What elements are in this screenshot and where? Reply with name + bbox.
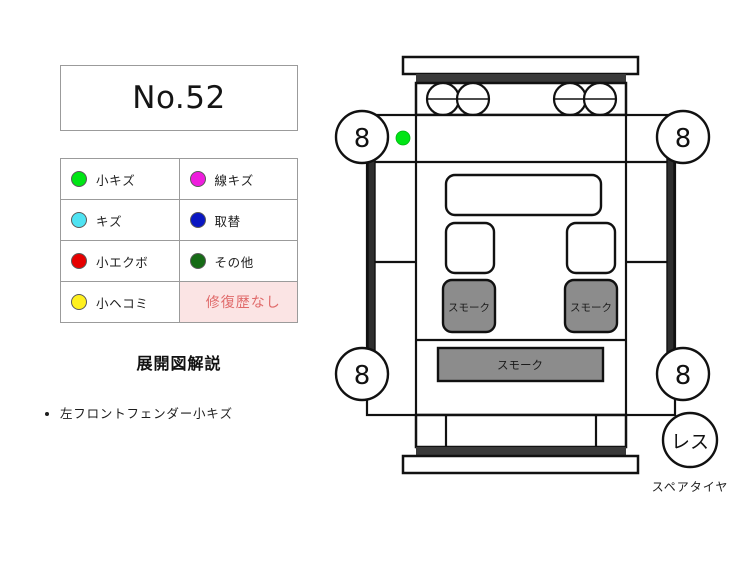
damage-marker-front-left-fender-scratch[interactable] [395,130,411,146]
legend-cell-scratch: キズ [60,199,180,241]
table-row: 小ヘコミ 修復歴なし [60,281,298,323]
smoke-label-rear: スモーク [497,358,543,372]
page-title-diagram-explanation: 展開図解説 [136,354,222,373]
rear-left-window-smoked [441,278,497,334]
vehicle-number-box: No.52 [60,65,298,131]
rear-trunk-group [401,413,640,475]
legend-label: 小ヘコミ [96,295,149,311]
rear-window-group: スモーク [436,346,605,383]
rocker-panel-right [666,129,675,383]
legend-color-dot-red [71,253,87,269]
hood-headlight-band [414,81,628,117]
legend-label: 小キズ [96,172,136,188]
front-bumper-group [401,55,640,83]
legend-color-dot-cyan [71,212,87,228]
legend-color-dot-darkgreen [189,253,206,269]
car-top-view-svg: スモーク スモーク スモーク 8 8 8 [334,55,719,475]
legend-label: 取替 [214,213,241,229]
wheel-badge-front-right[interactable]: 8 [655,109,711,165]
windshield [444,173,603,217]
legend-cell-small-scratch: 小キズ [60,158,180,200]
rocker-panel-left [367,129,376,383]
legend-color-dot-magenta [189,171,206,187]
left-info-panel: No.52 小キズ 線キズ [0,0,330,562]
wheel-badge-circle [655,346,711,402]
list-item: 左フロントフェンダー小キズ [60,405,350,424]
smoke-label-right: スモーク [570,302,612,314]
front-left-window [444,221,496,275]
spare-tire-caption: スペアタイヤ [651,480,729,494]
legend-cell-replacement: 取替 [178,199,298,241]
front-bumper [401,55,640,76]
status-badge-no-repair-history: 修復歴なし [178,281,298,323]
vehicle-exterior-diagram: スモーク スモーク スモーク 8 8 8 [330,0,750,562]
legend-cell-other: その他 [178,240,298,282]
table-row: 小エクボ その他 [60,240,298,282]
smoke-label-left: スモーク [448,302,490,314]
front-grille-shadow [416,74,626,83]
legend-label: 小エクボ [96,254,149,270]
no-repair-history-label: 修復歴なし [205,295,281,311]
wheel-badge-rear-right[interactable]: 8 [655,346,711,402]
wheel-badge-circle [655,109,711,165]
right-smoked-window-group: スモーク [563,278,619,334]
trunk-panel [414,413,628,449]
table-row: 小キズ 線キズ [60,158,298,200]
wheel-badge-circle [334,109,390,165]
wheel-badge-front-left[interactable]: 8 [334,109,390,165]
wheel-badge-circle [334,346,390,402]
table-row: キズ 取替 [60,199,298,241]
legend-label: 線キズ [214,172,254,188]
rear-right-window-smoked [563,278,619,334]
legend-label: その他 [214,254,254,270]
left-smoked-window-group: スモーク [441,278,497,334]
spare-tire-badge[interactable]: レス [661,411,719,469]
damage-explanation-list: 左フロントフェンダー小キズ [38,405,350,424]
wheel-badge-label: 8 [675,124,692,154]
legend-label: キズ [96,213,123,229]
wheel-badge-rear-left[interactable]: 8 [334,346,390,402]
legend-color-dot-yellow [71,294,87,310]
spare-tire-badge-circle [661,411,719,469]
legend-cell-line-scratch: 線キズ [178,158,298,200]
rear-grille-shadow [416,447,626,456]
rear-window-smoked [436,346,605,383]
panel-dividers [375,160,667,342]
vehicle-number-label: No.52 [132,80,226,116]
legend-color-dot-green [71,171,87,187]
legend-cell-small-dent: 小エクボ [60,240,180,282]
spare-tire-badge-label: レス [671,431,709,453]
front-right-window [565,221,617,275]
damage-legend-table: 小キズ 線キズ キズ [60,158,298,323]
wheel-badge-label: 8 [675,361,692,391]
wheel-badge-label: 8 [354,124,371,154]
legend-color-dot-blue [189,212,206,228]
legend-cell-small-ding: 小ヘコミ [60,281,180,323]
rear-bumper [401,454,640,475]
wheel-badge-label: 8 [354,361,371,391]
